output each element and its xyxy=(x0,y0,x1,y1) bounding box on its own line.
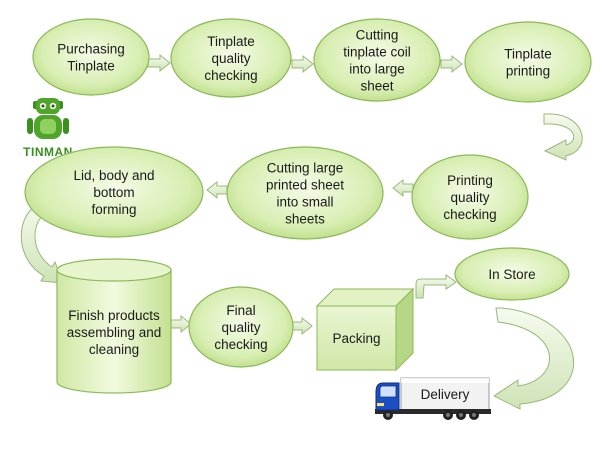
printing-quality-checking-label-line: checking xyxy=(443,207,496,222)
step-packing: Packing xyxy=(315,287,415,372)
lid-body-bottom-forming-ellipse xyxy=(24,146,204,238)
cutting-tinplate-coil-label-line: Cutting xyxy=(356,28,399,43)
cutting-large-printed-sheet-ellipse xyxy=(226,146,384,240)
printing-quality-checking-label: Printing quality checking xyxy=(443,173,496,222)
finish-products-assembling-cylinder-body xyxy=(56,269,172,394)
cutting-large-printed-sheet-label-line: printed sheet xyxy=(266,178,344,193)
arrow-bent-to-store xyxy=(415,274,457,299)
tinplate-quality-checking-label-line: Tinplate xyxy=(207,34,255,49)
connector-arrows xyxy=(20,53,583,410)
printing-quality-checking-ellipse xyxy=(411,154,529,240)
cutting-tinplate-coil-label-line: sheet xyxy=(360,79,393,94)
arrow-left-1 xyxy=(392,178,414,198)
tinplate-printing-label: Tinplate printing xyxy=(504,47,552,79)
step-lid-body-bottom-forming: Lid, body and bottom forming xyxy=(24,146,204,238)
cutting-large-printed-sheet-label: Cutting large printed sheet into small shee… xyxy=(266,161,344,227)
tinplate-quality-checking-label-line: checking xyxy=(204,68,257,83)
finish-products-assembling-cylinder-top xyxy=(56,258,172,282)
packing-label-line: Packing xyxy=(332,331,380,346)
tinplate-printing-label-line: printing xyxy=(506,64,550,79)
arrow-right-4 xyxy=(169,314,192,334)
cutting-large-printed-sheet-label-line: sheets xyxy=(285,212,325,227)
printing-quality-checking-label-line: quality xyxy=(450,190,489,205)
step-cutting-large-printed-sheet: Cutting large printed sheet into small shee… xyxy=(226,146,384,240)
step-cutting-tinplate-coil: Cutting tinplate coil into large sheet xyxy=(313,18,441,102)
packing-label: Packing xyxy=(332,331,380,346)
lid-body-bottom-forming-label: Lid, body and bottom forming xyxy=(73,168,154,217)
arrow-right-2 xyxy=(291,54,314,74)
in-store-label-line: In Store xyxy=(488,267,535,282)
cutting-tinplate-coil-label-line: tinplate coil xyxy=(343,45,411,60)
step-in-store: In Store xyxy=(454,247,570,301)
arrow-curve-right-bottom xyxy=(493,307,574,410)
lid-body-bottom-forming-label-line: forming xyxy=(91,202,136,217)
finish-products-assembling-label: Finish products assembling and cleaning xyxy=(67,308,162,357)
step-tinplate-printing: Tinplate printing xyxy=(464,21,592,103)
purchasing-tinplate-label-line: Purchasing xyxy=(57,42,125,57)
delivery-truck: Delivery xyxy=(375,377,491,420)
arrow-right-5 xyxy=(290,316,313,336)
cutting-tinplate-coil-ellipse xyxy=(313,18,441,102)
final-quality-checking-label: Final quality checking xyxy=(214,303,267,352)
delivery-label: Delivery xyxy=(421,387,470,402)
arrow-right-3 xyxy=(440,54,463,74)
cutting-large-printed-sheet-label-line: Cutting large xyxy=(267,161,344,176)
arrow-curve-right-top xyxy=(543,113,583,161)
cutting-tinplate-coil-label: Cutting tinplate coil into large sheet xyxy=(343,28,411,94)
final-quality-checking-label-line: checking xyxy=(214,337,267,352)
step-printing-quality-checking: Printing quality checking xyxy=(411,154,529,240)
final-quality-checking-ellipse xyxy=(188,286,294,368)
purchasing-tinplate-label-line: Tinplate xyxy=(67,59,115,74)
tinplate-quality-checking-label-line: quality xyxy=(211,51,250,66)
finish-products-assembling-label-line: assembling and xyxy=(67,325,162,340)
arrow-right-1 xyxy=(147,53,171,73)
tinplate-quality-checking-label: Tinplate quality checking xyxy=(204,34,257,83)
in-store-ellipse xyxy=(454,247,570,301)
tinman-logo: TINMAN xyxy=(23,98,73,159)
tinplate-printing-ellipse xyxy=(464,21,592,103)
robot-icon xyxy=(27,98,69,139)
in-store-label: In Store xyxy=(488,267,535,282)
logo-text: TINMAN xyxy=(23,145,73,159)
printing-quality-checking-label-line: Printing xyxy=(447,173,493,188)
tinplate-printing-label-line: Tinplate xyxy=(504,47,552,62)
cutting-tinplate-coil-label-line: into large xyxy=(349,62,405,77)
finish-products-assembling-label-line: cleaning xyxy=(89,342,139,357)
purchasing-tinplate-ellipse xyxy=(32,18,150,96)
arrow-left-2 xyxy=(206,180,228,200)
arrow-curve-left xyxy=(20,199,64,284)
step-tinplate-quality-checking: Tinplate quality checking xyxy=(170,18,292,98)
final-quality-checking-label-line: Final xyxy=(226,303,255,318)
tinplate-quality-checking-ellipse xyxy=(170,18,292,98)
final-quality-checking-label-line: quality xyxy=(221,320,260,335)
finish-products-assembling-label-line: Finish products xyxy=(68,308,160,323)
lid-body-bottom-forming-label-line: bottom xyxy=(93,185,134,200)
step-final-quality-checking: Final quality checking xyxy=(188,286,294,368)
cutting-large-printed-sheet-label-line: into small xyxy=(276,195,333,210)
step-finish-products-assembling: Finish products assembling and cleaning xyxy=(56,258,172,394)
lid-body-bottom-forming-label-line: Lid, body and xyxy=(73,168,154,183)
packing-cube-front xyxy=(316,305,397,371)
